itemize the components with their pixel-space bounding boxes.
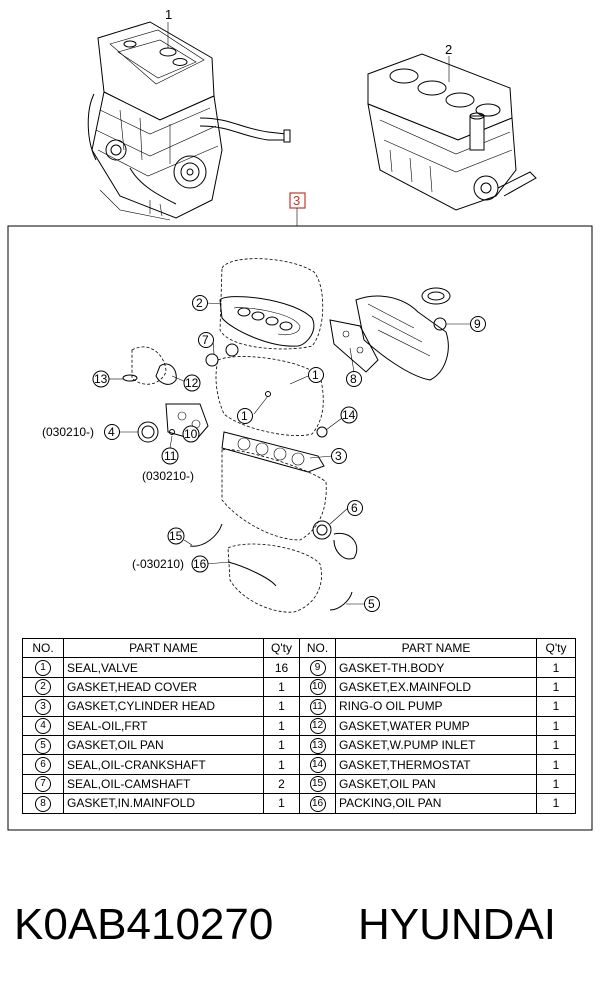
kit-label-15: 15 bbox=[169, 529, 183, 543]
kit-label-14: 14 bbox=[342, 408, 356, 422]
part-qty: 1 bbox=[263, 793, 300, 814]
part-name: RING-O OIL PUMP bbox=[335, 696, 537, 717]
part-name: GASKET,OIL PAN bbox=[335, 773, 537, 795]
part-qty: 16 bbox=[263, 657, 300, 678]
footer: K0AB410270 HYUNDAI bbox=[0, 900, 600, 970]
kit-label-1a: 1 bbox=[312, 368, 319, 382]
kit-label-10: 10 bbox=[184, 427, 198, 441]
part-qty: 1 bbox=[536, 793, 576, 814]
short-block-illustration bbox=[367, 53, 537, 211]
part-qty: 1 bbox=[536, 696, 576, 717]
part-name: GASKET,WATER PUMP bbox=[335, 715, 537, 736]
part-name: GASKET,IN.MAINFOLD bbox=[63, 793, 264, 814]
row-number: 3 bbox=[35, 698, 51, 715]
part-name: SEAL,OIL-CAMSHAFT bbox=[63, 773, 264, 795]
row-number: 5 bbox=[35, 737, 51, 754]
row-number: 7 bbox=[35, 776, 51, 793]
part-name: PACKING,OIL PAN bbox=[335, 793, 537, 814]
part-name: SEAL,OIL-CRANKSHAFT bbox=[63, 754, 264, 775]
kit-label-11: 11 bbox=[164, 449, 177, 463]
part-qty: 1 bbox=[536, 754, 576, 775]
row-number: 14 bbox=[309, 757, 326, 774]
part-name: GASKET,CYLINDER HEAD bbox=[63, 696, 264, 717]
kit-callouts: 2 7 13 12 1 1 9 8 (030210-) 4 10 11 (030… bbox=[42, 295, 486, 612]
part-qty: 1 bbox=[536, 676, 576, 698]
row-number: 8 bbox=[35, 795, 51, 812]
kit-date-11: (030210-) bbox=[142, 469, 194, 483]
header-part-name-right: PART NAME bbox=[335, 637, 537, 659]
part-name: SEAL-OIL,FRT bbox=[63, 715, 264, 736]
gasket-kit-frame bbox=[7, 225, 593, 831]
kit-label-12: 12 bbox=[185, 376, 199, 390]
row-number: 2 bbox=[35, 679, 51, 696]
header-qty-left: Q'ty bbox=[263, 637, 300, 659]
engine-assembly-illustration bbox=[87, 21, 291, 221]
kit-label-13: 13 bbox=[94, 372, 108, 386]
row-number: 11 bbox=[309, 698, 326, 715]
kit-label-5: 5 bbox=[368, 597, 375, 611]
table-row: 5 GASKET,OIL PAN 1 13 GASKET,W.PUMP INLE… bbox=[22, 734, 576, 756]
part-qty: 1 bbox=[536, 734, 576, 756]
kit-date-16: (-030210) bbox=[132, 557, 184, 571]
row-number: 6 bbox=[35, 757, 51, 774]
kit-label-4: 4 bbox=[108, 425, 115, 439]
table-row: 4 SEAL-OIL,FRT 1 12 GASKET,WATER PUMP 1 bbox=[22, 715, 576, 736]
kit-label-1b: 1 bbox=[241, 409, 248, 423]
header-no-right: NO. bbox=[299, 637, 336, 659]
part-number: K0AB410270 bbox=[14, 900, 274, 949]
table-row: 3 GASKET,CYLINDER HEAD 1 11 RING-O OIL P… bbox=[22, 696, 576, 717]
brand-name: HYUNDAI bbox=[358, 900, 557, 949]
kit-label-3: 3 bbox=[335, 449, 342, 463]
part-name: GASKET,HEAD COVER bbox=[63, 676, 264, 698]
header-part-name-left: PART NAME bbox=[63, 637, 264, 659]
part-qty: 1 bbox=[263, 676, 300, 698]
row-number: 13 bbox=[309, 737, 326, 754]
kit-label-7: 7 bbox=[202, 333, 209, 347]
part-name: GASKET,THERMOSTAT bbox=[335, 754, 537, 775]
row-number: 15 bbox=[309, 776, 326, 793]
row-number: 4 bbox=[35, 718, 51, 735]
table-row: 6 SEAL,OIL-CRANKSHAFT 1 14 GASKET,THERMO… bbox=[22, 754, 576, 775]
part-qty: 1 bbox=[536, 773, 576, 795]
part-qty: 1 bbox=[263, 715, 300, 736]
gasket-kit-illustration bbox=[122, 258, 451, 613]
table-row: 1 SEAL,VALVE 16 9 GASKET-TH.BODY 1 bbox=[22, 657, 576, 678]
row-number: 9 bbox=[309, 660, 326, 677]
kit-date-4: (030210-) bbox=[42, 425, 94, 439]
header-no-left: NO. bbox=[22, 637, 64, 659]
parts-table: NO. PART NAME Q'ty NO. PART NAME Q'ty 1 … bbox=[22, 637, 576, 814]
part-name: GASKET,W.PUMP INLET bbox=[335, 734, 537, 756]
row-number: 10 bbox=[309, 679, 326, 696]
table-row: 8 GASKET,IN.MAINFOLD 1 16 PACKING,OIL PA… bbox=[22, 793, 576, 814]
part-qty: 1 bbox=[536, 657, 576, 678]
part-qty: 1 bbox=[536, 715, 576, 736]
part-qty: 1 bbox=[263, 696, 300, 717]
kit-label-2: 2 bbox=[196, 296, 203, 310]
callout-block: 2 bbox=[445, 42, 452, 57]
part-qty: 2 bbox=[263, 773, 300, 795]
row-number: 16 bbox=[309, 795, 326, 812]
kit-label-16: 16 bbox=[193, 557, 207, 571]
callout-kit-box bbox=[289, 192, 306, 209]
kit-label-8: 8 bbox=[350, 372, 357, 386]
part-qty: 1 bbox=[263, 754, 300, 775]
part-name: GASKET,OIL PAN bbox=[63, 734, 264, 756]
part-name: SEAL,VALVE bbox=[63, 657, 264, 678]
table-header-row: NO. PART NAME Q'ty NO. PART NAME Q'ty bbox=[22, 637, 576, 659]
part-qty: 1 bbox=[263, 734, 300, 756]
kit-label-9: 9 bbox=[474, 317, 481, 331]
header-qty-right: Q'ty bbox=[536, 637, 576, 659]
part-name: GASKET,EX.MAINFOLD bbox=[335, 676, 537, 698]
leader-lines bbox=[109, 302, 470, 605]
kit-label-6: 6 bbox=[351, 501, 358, 515]
callout-engine: 1 bbox=[165, 7, 172, 22]
callout-kit: 3 bbox=[293, 193, 300, 208]
table-row: 2 GASKET,HEAD COVER 1 10 GASKET,EX.MAINF… bbox=[22, 676, 576, 698]
row-number: 1 bbox=[35, 660, 51, 677]
table-row: 7 SEAL,OIL-CAMSHAFT 2 15 GASKET,OIL PAN … bbox=[22, 773, 576, 795]
part-name: GASKET-TH.BODY bbox=[335, 657, 537, 678]
row-number: 12 bbox=[309, 718, 326, 735]
